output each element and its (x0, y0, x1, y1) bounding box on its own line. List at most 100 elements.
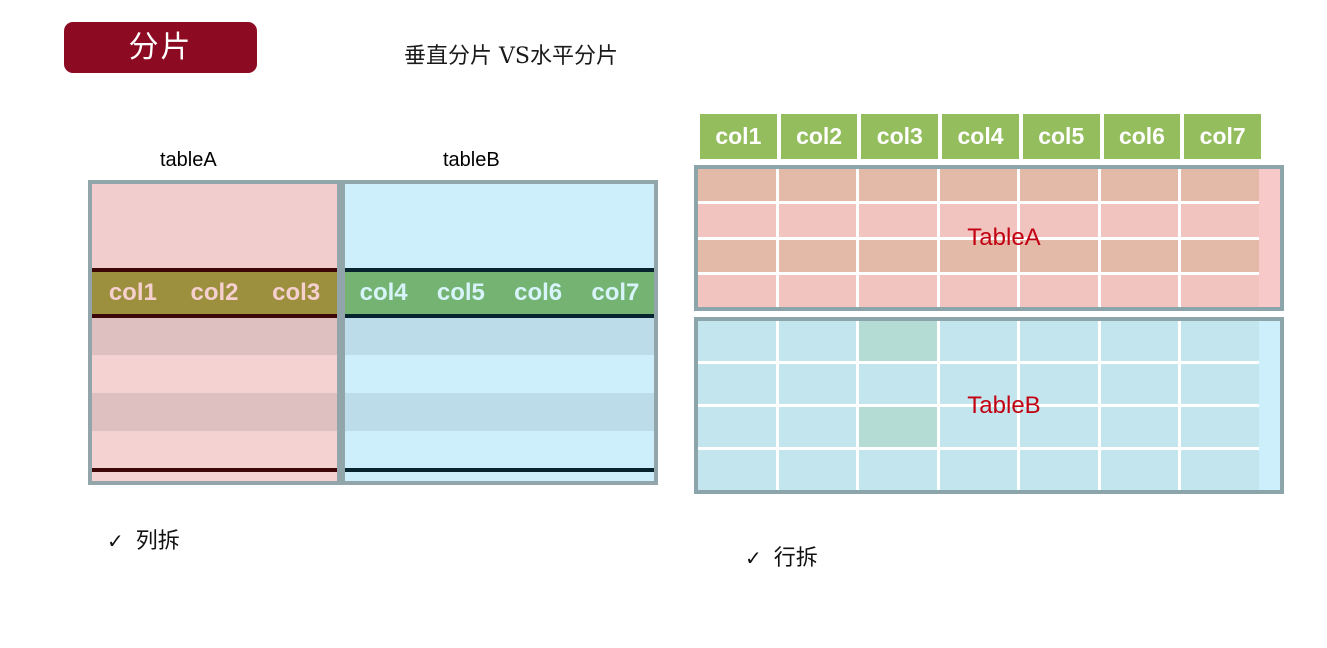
header-cell-col3: col3 (861, 114, 939, 159)
shard-b-cell (778, 407, 857, 450)
shard-a-cell (698, 204, 776, 240)
shard-b-cell (1100, 450, 1179, 490)
shard-b-column-col2 (778, 321, 860, 490)
column-name-col2: col2 (190, 278, 239, 306)
shard-b-column-col5 (1020, 321, 1101, 490)
shard-b-cell (698, 450, 776, 490)
shard-b-cell (1181, 321, 1260, 364)
tableB-rule-footer (345, 468, 654, 473)
tableA-footer-strip (92, 472, 337, 481)
shard-b-cell (939, 407, 1018, 450)
tableB-row (345, 392, 654, 431)
caption-row-split: ✓ 行拆 (745, 540, 818, 572)
shard-b-cell (1181, 450, 1260, 490)
shard-a-cell (1181, 274, 1260, 307)
shard-b-cell (859, 450, 937, 490)
shard-a-column-col1 (698, 169, 779, 307)
caption-row-split-text: 行拆 (773, 546, 818, 571)
vertical-sharding-diagram: tableA tableB col1 col2 col3 col4 (88, 149, 658, 485)
shard-b-cell (1100, 407, 1179, 450)
shard-a-cell (778, 274, 857, 307)
tableB-footer-strip (345, 472, 654, 481)
shard-b-cell (778, 321, 857, 364)
shard-b-column-col7 (1181, 321, 1260, 490)
header-cell-col1: col1 (700, 114, 777, 159)
tableA-row (92, 392, 337, 431)
shard-a-cell (859, 204, 937, 240)
shard-b-cell-highlight (859, 407, 937, 450)
shard-a-cell (1020, 239, 1098, 275)
header-cell-col6: col6 (1103, 114, 1181, 159)
shard-b-cell (859, 364, 937, 407)
tableB-row (345, 355, 654, 393)
tableB-rule-bottom (345, 313, 654, 318)
shard-b-cell (1020, 364, 1098, 407)
shard-a-cell (698, 239, 776, 275)
tableA-top-block (92, 184, 337, 269)
shard-a-cell (859, 169, 937, 205)
column-name-col4: col4 (359, 278, 408, 306)
shard-b-cell (1020, 407, 1098, 450)
check-icon: ✓ (745, 546, 762, 570)
shard-a-column-col5 (1020, 169, 1101, 307)
header-cell-col5: col5 (1022, 114, 1100, 159)
shard-b-grid (698, 321, 1260, 490)
tableB-row (345, 317, 654, 356)
label-tableA: tableA (160, 149, 217, 171)
shard-a-cell (939, 204, 1018, 240)
shard-a-cell (698, 169, 776, 205)
shard-b-cell (939, 450, 1018, 490)
shard-b-cell (1100, 321, 1179, 364)
shard-b-cell (698, 321, 776, 364)
shard-b-cell (698, 364, 776, 407)
tableB-rule-top (345, 268, 654, 273)
tableA-rule-footer (92, 468, 337, 473)
column-name-col6: col6 (514, 278, 563, 306)
tableA-rule-top (92, 268, 337, 273)
header-cell-col7: col7 (1184, 114, 1262, 159)
tableA-row (92, 317, 337, 356)
caption-column-split: ✓列拆 (107, 523, 180, 555)
slide-title-text: 分片 (128, 29, 193, 65)
shard-a-column-col2 (778, 169, 860, 307)
shard-a-column-col7 (1181, 169, 1260, 307)
shard-b-cell (939, 321, 1018, 364)
shard-b-cell (698, 407, 776, 450)
vertical-shard-tableA: col1 col2 col3 (88, 180, 341, 485)
shard-a-cell (1020, 169, 1098, 205)
shard-b-cell (939, 364, 1018, 407)
shard-a-cell (939, 239, 1018, 275)
tableA-column-band: col1 col2 col3 (92, 272, 337, 314)
shard-b-cell (1181, 364, 1260, 407)
shard-a-cell (778, 204, 857, 240)
shard-b-column-col4 (939, 321, 1021, 490)
shard-a-column-col3 (859, 169, 940, 307)
shard-a-cell (1100, 239, 1179, 275)
shard-b-cell (1020, 321, 1098, 364)
shard-b-cell (1181, 407, 1260, 450)
column-header-row: col1 col2 col3 col4 col5 col6 col7 (700, 114, 1262, 159)
shard-a-cell (939, 274, 1018, 307)
shard-b-cell-highlight (859, 321, 937, 364)
shard-a-cell (1020, 204, 1098, 240)
shard-a-cell (1100, 204, 1179, 240)
shard-b-column-col3 (859, 321, 940, 490)
shard-a-cell (1181, 204, 1260, 240)
slide-title-badge: 分片 (64, 22, 257, 73)
tableB-row (345, 430, 654, 469)
column-name-col3: col3 (272, 278, 321, 306)
shard-b-cell (778, 450, 857, 490)
shard-b-cell (1100, 364, 1179, 407)
shard-a-column-col6 (1100, 169, 1182, 307)
shard-a-cell (859, 274, 937, 307)
tableA-row (92, 430, 337, 469)
header-cell-col4: col4 (942, 114, 1019, 159)
shard-a-cell (939, 169, 1018, 205)
shard-b-column-col1 (698, 321, 779, 490)
column-name-col1: col1 (108, 278, 157, 306)
tableA-row (92, 355, 337, 393)
shard-a-column-col4 (939, 169, 1021, 307)
horizontal-shard-tableB: TableB (694, 317, 1284, 494)
column-name-col7: col7 (591, 278, 640, 306)
column-name-col5: col5 (436, 278, 485, 306)
